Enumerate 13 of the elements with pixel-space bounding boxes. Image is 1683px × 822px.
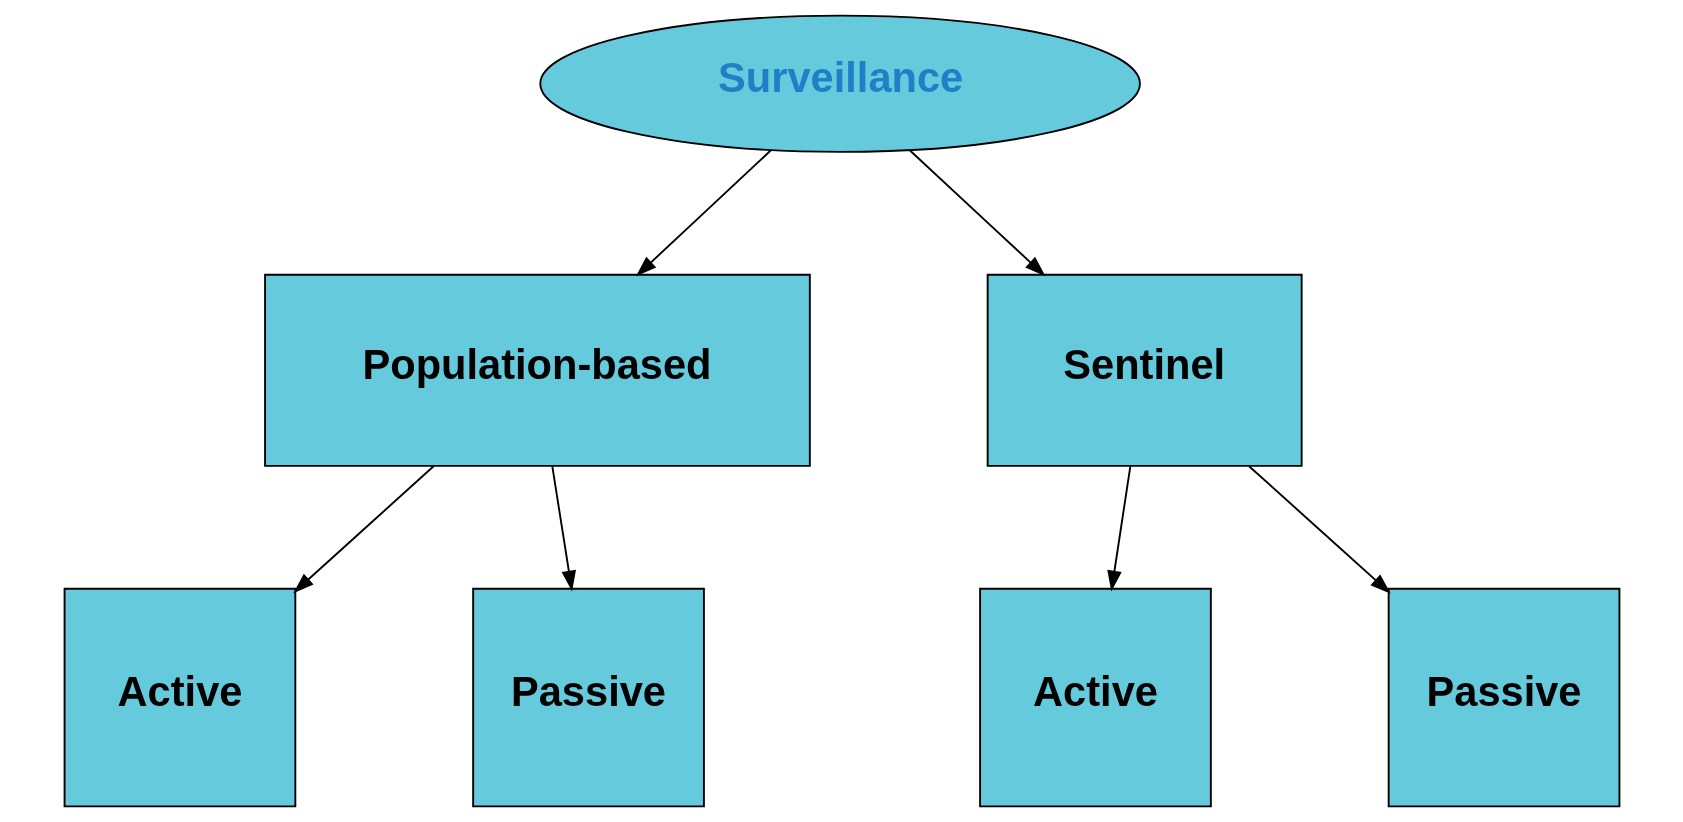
arrow: [635, 149, 772, 277]
arrow: [550, 465, 576, 592]
node-ellipse: Surveillance: [538, 14, 1141, 153]
node-box: Passive: [1387, 587, 1620, 808]
arrow: [292, 465, 434, 594]
node-box: Population-based: [263, 273, 811, 467]
node-box: Active: [978, 587, 1212, 808]
arrow: [908, 149, 1045, 277]
node-box: Active: [63, 587, 296, 808]
arrow: [1106, 465, 1131, 592]
node-box: Sentinel: [986, 273, 1303, 467]
arrow: [1247, 465, 1391, 594]
node-box: Passive: [471, 587, 705, 808]
